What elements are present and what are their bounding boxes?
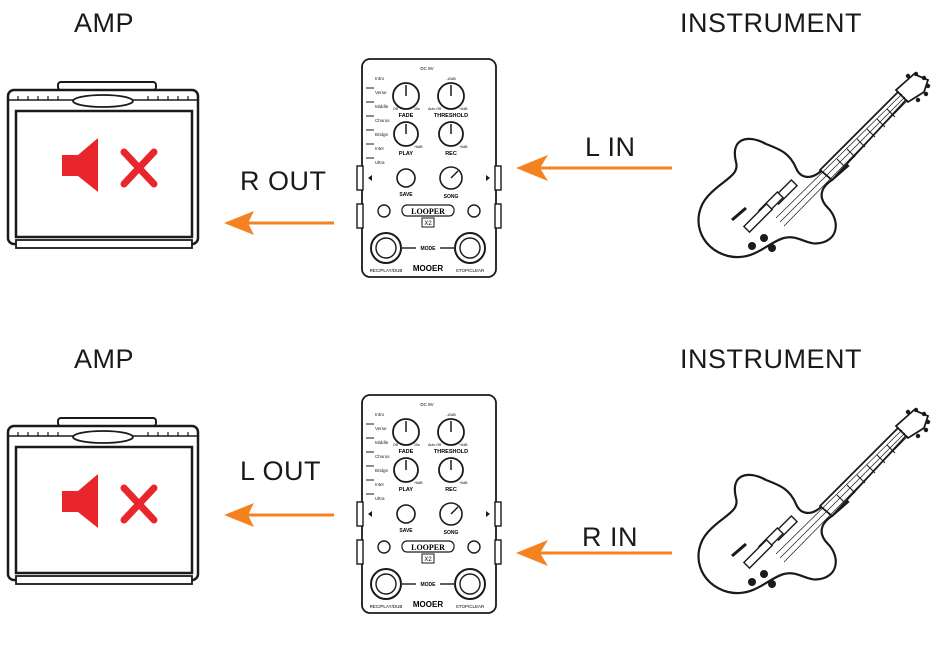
speaker-icon xyxy=(62,138,98,192)
threshold-top-label: -10dB xyxy=(446,413,456,417)
arrow-output-icon xyxy=(224,503,334,527)
pedal-model-label: LOOPER xyxy=(411,543,445,552)
threshold-top-label: -10dB xyxy=(446,77,456,81)
looper-pedal-icon: Intro Verse Middle Chorus Bridge Inter U… xyxy=(356,58,502,278)
pedal-section-5: Bridge xyxy=(375,132,389,137)
pedal-power-label: DC 9V xyxy=(420,66,433,71)
pedal-power-label: DC 9V xyxy=(420,402,433,407)
footswitch-left-label: REC/PLAY/DUB xyxy=(370,604,403,609)
pedal-model-sub: X2 xyxy=(424,557,432,563)
pedal-model-label: LOOPER xyxy=(411,207,445,216)
arrow-output-icon xyxy=(224,211,334,235)
threshold-max-label: +0dB xyxy=(459,107,468,111)
pedal-brand-label: MOOER xyxy=(413,600,443,609)
pedal-section-2: Verse xyxy=(375,426,387,431)
pedal-section-6: Inter xyxy=(375,482,385,487)
pedal-section-5: Bridge xyxy=(375,468,389,473)
mode-label: MODE xyxy=(421,246,437,252)
looper-pedal-icon: Intro Verse Middle Chorus Bridge Inter U… xyxy=(356,394,502,614)
song-label: SONG xyxy=(444,530,459,536)
play-knob-label: PLAY xyxy=(399,487,413,493)
pedal-section-4: Chorus xyxy=(375,454,390,459)
footswitch-right-label: STOP/CLEAR xyxy=(456,268,485,273)
pedal-section-3: Middle xyxy=(375,104,389,109)
save-label: SAVE xyxy=(399,192,413,198)
save-label: SAVE xyxy=(399,528,413,534)
fade-knob-label: FADE xyxy=(399,449,414,455)
pedal-section-4: Chorus xyxy=(375,118,390,123)
pedal-section-1: Intro xyxy=(375,412,385,417)
pedal-section-1: Intro xyxy=(375,76,385,81)
amp-icon xyxy=(6,417,200,585)
scene-bottom: AMP INSTRUMENT L OUT R IN xyxy=(0,336,936,648)
threshold-knob-label: THRESHOLD xyxy=(434,449,468,455)
pedal-section-2: Verse xyxy=(375,90,387,95)
play-max-label: +6dB xyxy=(414,481,423,485)
threshold-max-label: +0dB xyxy=(459,443,468,447)
mute-cross-icon xyxy=(120,148,158,188)
fade-max-label: 10s xyxy=(414,107,420,111)
pedal-section-7: Ultra xyxy=(375,160,385,165)
output-label: L OUT xyxy=(240,456,322,486)
footswitch-left-label: REC/PLAY/DUB xyxy=(370,268,403,273)
threshold-min-label: Auto Off xyxy=(428,443,441,447)
pedal-section-7: Ultra xyxy=(375,496,385,501)
fade-knob-label: FADE xyxy=(399,113,414,119)
instrument-label: INSTRUMENT xyxy=(680,8,862,38)
play-knob-label: PLAY xyxy=(399,151,413,157)
fade-max-label: 10s xyxy=(414,443,420,447)
speaker-icon xyxy=(62,474,98,528)
scene-top: AMP INSTRUMENT R OUT L IN xyxy=(0,0,936,312)
amp-label: AMP xyxy=(74,344,135,374)
song-label: SONG xyxy=(444,194,459,200)
arrow-input-icon xyxy=(516,540,672,566)
fade-min-label: Off xyxy=(393,443,398,447)
rec-max-label: +6dB xyxy=(459,145,468,149)
electric-guitar-icon xyxy=(697,71,931,259)
mode-label: MODE xyxy=(421,582,437,588)
footswitch-right-label: STOP/CLEAR xyxy=(456,604,485,609)
threshold-knob-label: THRESHOLD xyxy=(434,113,468,119)
pedal-section-3: Middle xyxy=(375,440,389,445)
pedal-section-6: Inter xyxy=(375,146,385,151)
fade-min-label: Off xyxy=(393,107,398,111)
electric-guitar-icon xyxy=(697,407,931,595)
threshold-min-label: Auto Off xyxy=(428,107,441,111)
instrument-label: INSTRUMENT xyxy=(680,344,862,374)
amp-label: AMP xyxy=(74,8,135,38)
mute-cross-icon xyxy=(120,484,158,524)
pedal-model-sub: X2 xyxy=(424,221,432,227)
play-max-label: +6dB xyxy=(414,145,423,149)
rec-max-label: +6dB xyxy=(459,481,468,485)
amp-icon xyxy=(6,81,200,249)
arrow-input-icon xyxy=(516,155,672,181)
pedal-brand-label: MOOER xyxy=(413,264,443,273)
input-label: L IN xyxy=(585,132,636,162)
input-label: R IN xyxy=(582,522,638,552)
rec-knob-label: REC xyxy=(445,151,457,157)
output-label: R OUT xyxy=(240,166,327,196)
rec-knob-label: REC xyxy=(445,487,457,493)
